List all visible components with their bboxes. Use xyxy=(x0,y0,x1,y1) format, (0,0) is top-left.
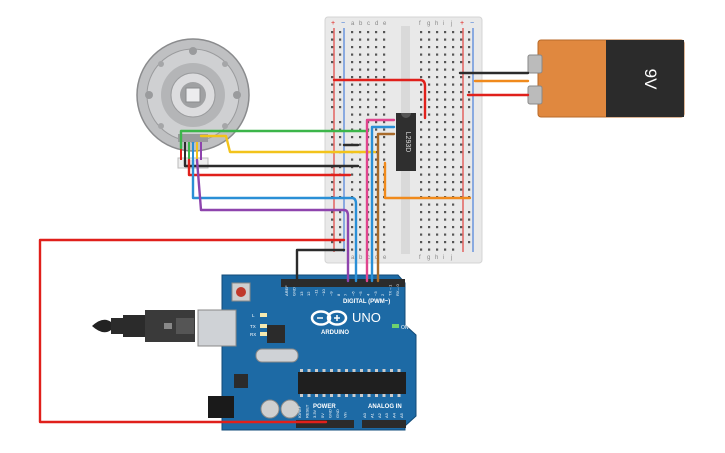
wire-green-motor xyxy=(179,129,370,150)
wire-red-board-top xyxy=(332,78,427,120)
digital-pin-label: 8 xyxy=(336,293,341,296)
digital-pin-label: ~9 xyxy=(328,291,333,296)
analog-pin-label: A0 xyxy=(362,412,367,418)
digital-pin-label: ~10 xyxy=(321,288,326,296)
analog-pin-label: A3 xyxy=(384,412,389,418)
power-pin-label: GND xyxy=(335,409,340,418)
motor-leads xyxy=(180,142,202,160)
digital-pin-label: 4 xyxy=(365,293,370,296)
bb-letter-top-d: d xyxy=(375,21,378,27)
digital-pin-label: GND xyxy=(291,287,296,296)
bb-letter-bottom-b: b xyxy=(359,255,363,261)
power-pin-label: RESET xyxy=(305,404,310,418)
wire-red-motor xyxy=(187,158,352,177)
arduino-model-label: UNO xyxy=(352,310,381,325)
digital-pin-label: ~11 xyxy=(314,289,319,296)
arduino-on-label: ON xyxy=(401,325,409,331)
wire-pink-ic xyxy=(365,118,396,283)
arduino-brand-label: ARDUINO xyxy=(321,330,349,336)
wire-yellow-motor xyxy=(199,134,377,154)
bb-letter-bottom-e: e xyxy=(383,255,387,261)
led-label-tx: TX xyxy=(250,324,256,329)
rail-plus-top-left: + xyxy=(331,20,335,27)
battery-9v: 9V xyxy=(527,39,685,118)
bb-letter-top-j: j xyxy=(450,21,452,27)
jumper-wires xyxy=(38,71,530,424)
power-pin-label: 3.3V xyxy=(312,409,317,418)
led-label-rx: RX xyxy=(250,332,256,337)
arduino-uno xyxy=(197,274,417,431)
digital-pin-label: 12 xyxy=(306,291,311,296)
rail-plus-top-right: + xyxy=(460,20,464,27)
ic-label: L293D xyxy=(404,132,411,153)
power-pin-label: Vin xyxy=(343,412,348,418)
bb-letter-bottom-j: j xyxy=(450,255,452,261)
digital-pin-label: RX←0 xyxy=(395,283,400,296)
bb-letter-bottom-a: a xyxy=(351,255,355,261)
digital-pin-label: ~3 xyxy=(373,291,378,296)
bb-letter-bottom-h: h xyxy=(435,255,438,261)
wire-black-motor xyxy=(183,158,360,168)
rail-minus-top-left: − xyxy=(341,20,345,27)
digital-pin-label: ~6 xyxy=(351,291,356,296)
usb-b-cable-icon xyxy=(92,310,195,342)
digital-pin-label: 7 xyxy=(343,293,348,296)
analog-pin-label: A4 xyxy=(392,412,397,418)
bb-letter-bottom-g: g xyxy=(427,255,430,261)
digital-pin-label: 2 xyxy=(380,293,385,296)
bb-letter-top-a: a xyxy=(351,21,355,27)
wire-blue-ic xyxy=(370,125,396,283)
power-pin-label: IOREF xyxy=(297,405,302,418)
bb-letter-bottom-f: f xyxy=(419,255,421,261)
led-label-l: L xyxy=(252,313,255,318)
wire-orange-ic xyxy=(383,161,472,200)
arduino-power-label: POWER xyxy=(313,404,336,410)
bb-letter-top-c: c xyxy=(367,21,370,27)
digital-pin-label: ~5 xyxy=(358,291,363,296)
bb-letter-top-b: b xyxy=(359,21,363,27)
digital-pin-label: 13 xyxy=(299,291,304,296)
arduino-digital-label: DIGITAL (PWM~) xyxy=(343,299,390,305)
bb-letter-bottom-c: c xyxy=(367,255,370,261)
bb-letter-top-f: f xyxy=(419,21,421,27)
bb-letter-top-h: h xyxy=(435,21,438,27)
digital-pin-label: TX→1 xyxy=(388,284,393,296)
wire-purple-motor xyxy=(195,158,350,283)
wire-brown-ic xyxy=(376,132,396,283)
battery-label: 9V xyxy=(641,69,660,90)
bb-letter-top-g: g xyxy=(427,21,430,27)
wire-blue-motor xyxy=(191,158,358,283)
bb-letter-bottom-i: i xyxy=(443,255,444,261)
bb-letter-bottom-d: d xyxy=(375,255,378,261)
rail-minus-top-right: − xyxy=(470,20,474,27)
power-pin-label: 5V xyxy=(320,413,325,418)
arduino-analog-label: ANALOG IN xyxy=(368,404,402,410)
bb-letter-top-i: i xyxy=(443,21,444,27)
motor-driver-ic: L293D xyxy=(396,113,416,171)
analog-pin-label: A2 xyxy=(377,412,382,418)
bb-letter-top-e: e xyxy=(383,21,387,27)
power-pin-label: GND xyxy=(327,409,332,418)
wire-red-5v xyxy=(38,238,346,424)
analog-pin-label: A1 xyxy=(369,412,374,418)
digital-pin-label: AREF xyxy=(284,285,289,296)
analog-pin-label: A5 xyxy=(399,412,404,418)
wire-black-gnd xyxy=(295,248,346,283)
arduino-infinity-logo-icon xyxy=(310,310,348,326)
